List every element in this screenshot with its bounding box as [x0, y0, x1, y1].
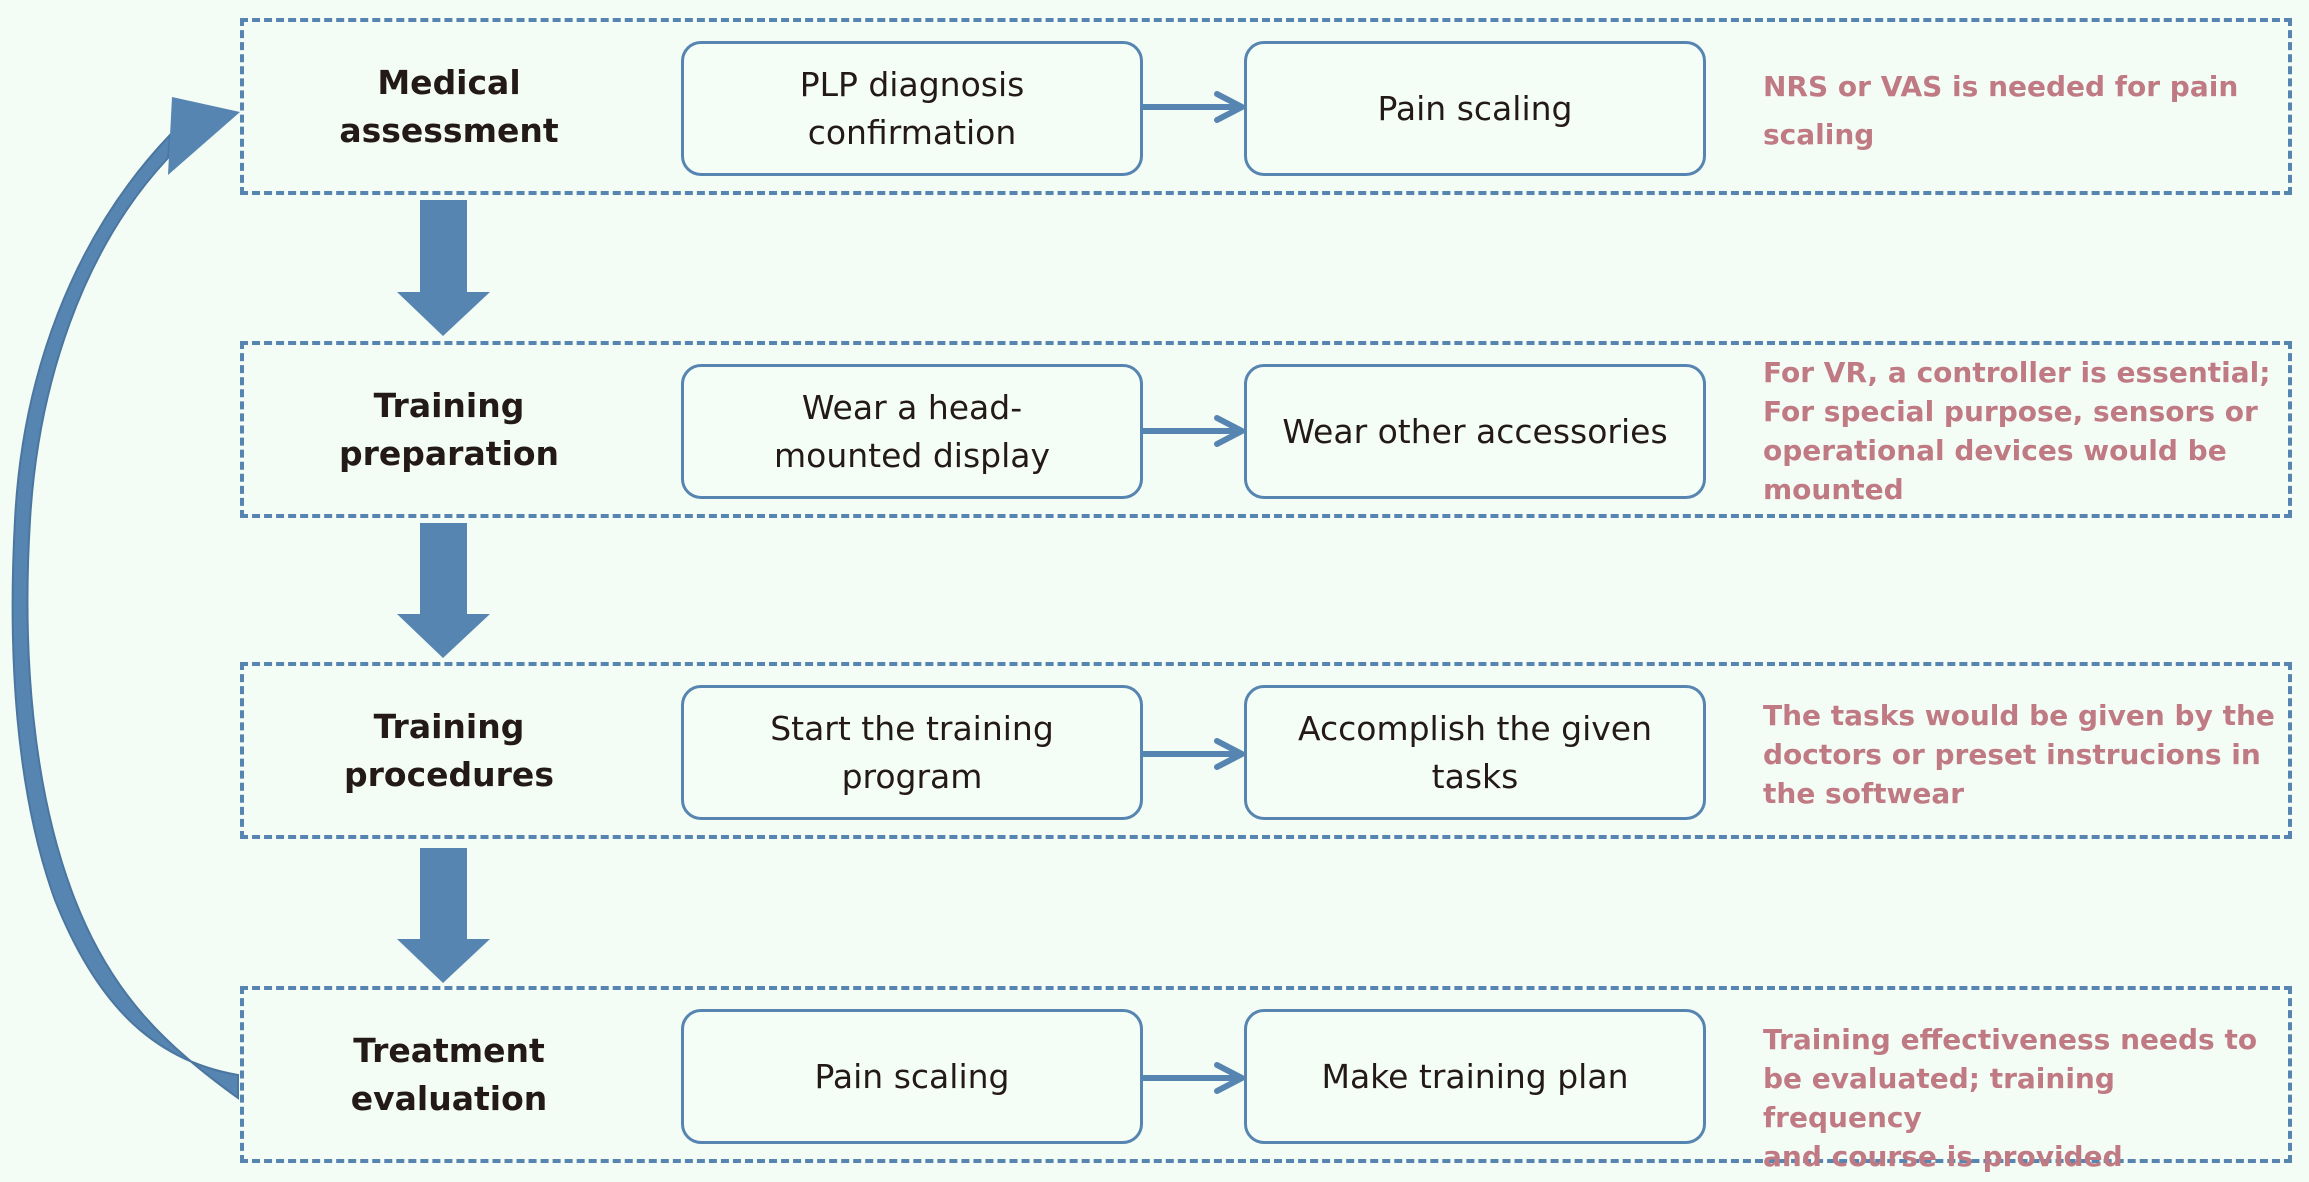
- right-arrow-2: [1138, 415, 1245, 447]
- down-arrow-3: [397, 848, 490, 983]
- step-make-training-plan: Make training plan: [1244, 1009, 1706, 1144]
- step-pain-scaling: Pain scaling: [681, 1009, 1143, 1144]
- stage-label: Treatment evaluation: [350, 1030, 548, 1118]
- stage-label: Medical assessment: [339, 62, 559, 150]
- stage-label: Training preparation: [339, 385, 559, 473]
- step-wear-other-accessories: Wear other accessories: [1244, 364, 1706, 499]
- stage-note: The tasks would be given by the doctors …: [1763, 699, 2275, 810]
- stage-treatment-evaluation: Treatment evaluation Pain scaling Make t…: [240, 986, 2292, 1173]
- step-wear-head-mounted-display: Wear a head- mounted display: [681, 364, 1143, 499]
- right-arrow-3: [1138, 738, 1245, 770]
- down-arrow-2: [397, 523, 490, 658]
- right-arrow-4: [1138, 1062, 1245, 1094]
- stage-note: For VR, a controller is essential; For s…: [1763, 356, 2271, 506]
- down-arrow-1: [397, 200, 490, 336]
- stage-note: NRS or VAS is needed for pain scaling: [1763, 70, 2239, 151]
- step-plp-diagnosis-confirmation: PLP diagnosis confirmation: [681, 41, 1143, 176]
- step-accomplish-given-tasks: Accomplish the given tasks: [1244, 685, 1706, 820]
- stage-label: Training procedures: [344, 706, 554, 794]
- step-pain-scaling: Pain scaling: [1244, 41, 1706, 176]
- stage-training-preparation: Training preparation Wear a head- mounte…: [240, 341, 2292, 518]
- stage-medical-assessment: Medical assessment PLP diagnosis confirm…: [240, 18, 2292, 195]
- right-arrow-1: [1138, 91, 1245, 123]
- stage-training-procedures: Training procedures Start the training p…: [240, 662, 2292, 839]
- stage-note: Training effectiveness needs to be evalu…: [1763, 1023, 2258, 1173]
- step-start-training-program: Start the training program: [681, 685, 1143, 820]
- feedback-loop-arrow: [11, 97, 240, 1100]
